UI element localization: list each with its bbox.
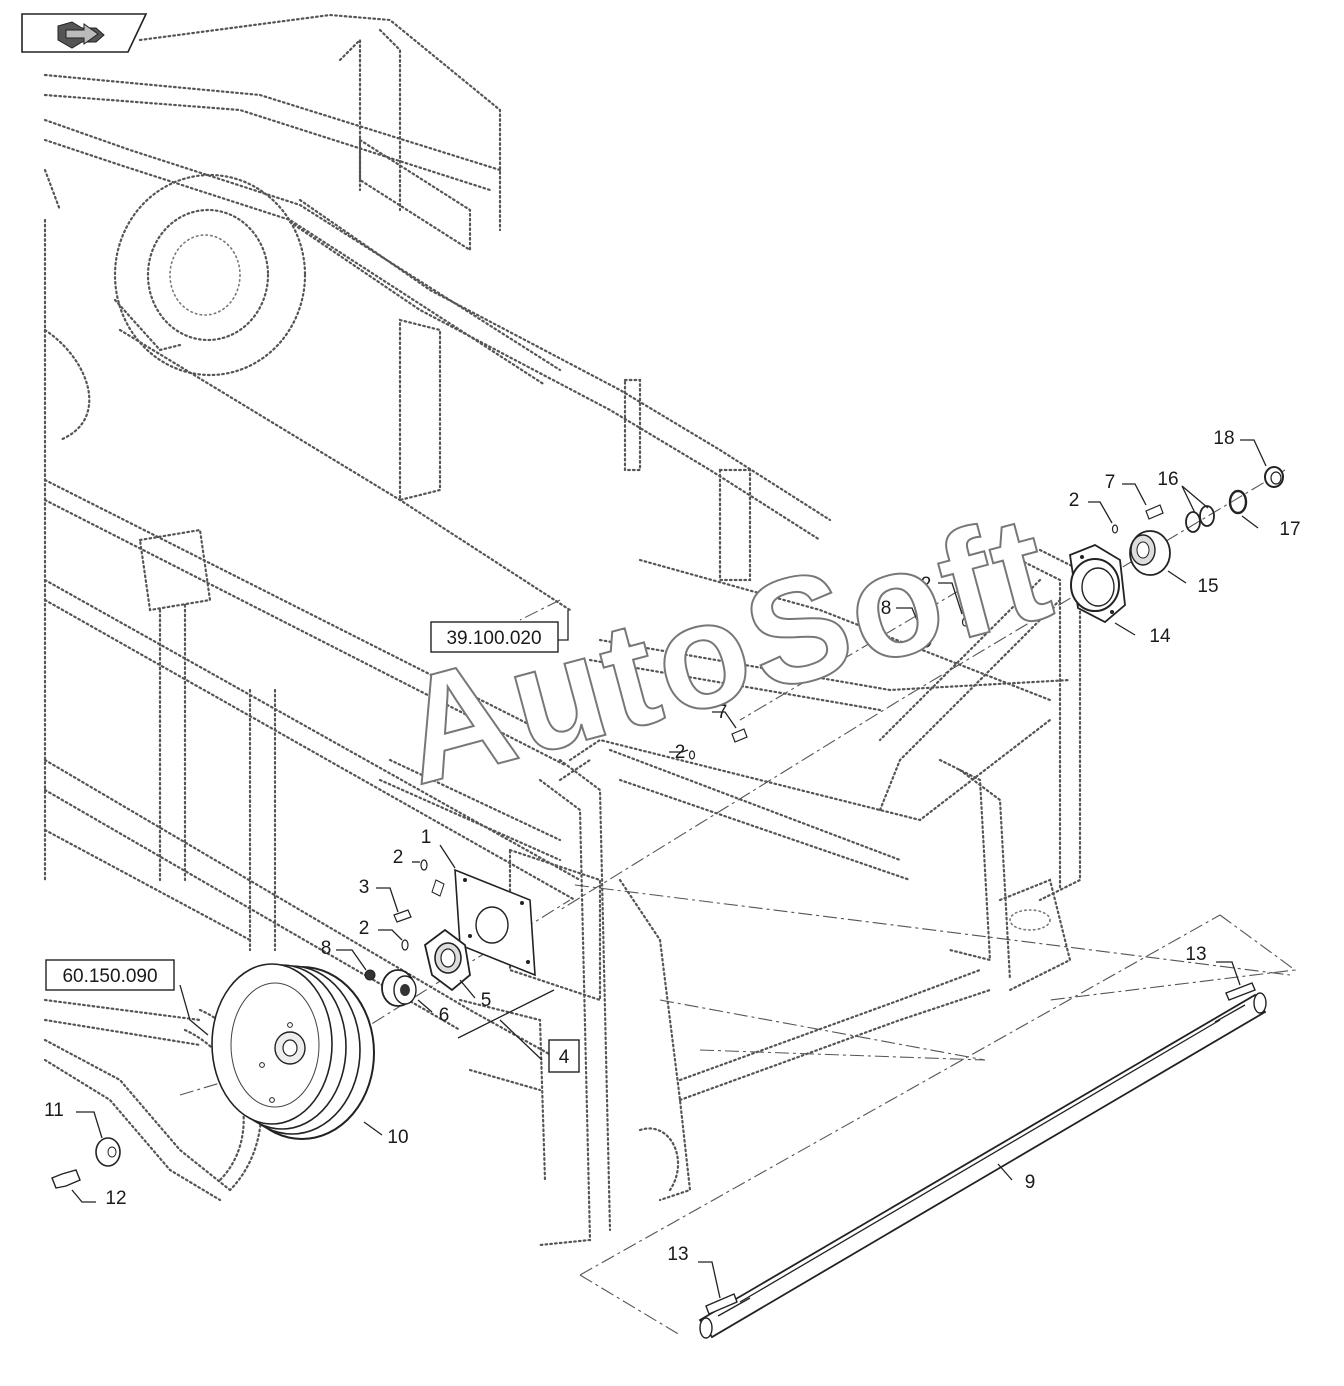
ref-label: 60.150.090	[62, 966, 157, 987]
small-hardware-left	[364, 859, 445, 981]
ref-label: 4	[559, 1047, 570, 1068]
retaining-ring-17	[1228, 489, 1248, 515]
callout-15: 15	[1197, 576, 1218, 597]
callout-8: 8	[321, 938, 332, 959]
callout-3: 3	[359, 877, 370, 898]
ref-label: 39.100.020	[446, 628, 541, 649]
pulley-10	[211, 963, 375, 1140]
callout-12: 12	[105, 1188, 126, 1209]
mounting-plate-1	[454, 868, 536, 977]
washer-11	[95, 1137, 121, 1167]
callout-16: 16	[1157, 469, 1178, 490]
callout-13: 13	[667, 1244, 688, 1265]
leader-lines	[71, 439, 1267, 1299]
watermark-text: AutoSoft	[383, 481, 1069, 815]
callout-1: 1	[421, 827, 432, 848]
callout-11: 11	[44, 1100, 64, 1121]
back-button[interactable]	[21, 13, 148, 53]
callout-17: 17	[1279, 519, 1300, 540]
watermark: AutoSoft	[382, 480, 1070, 816]
callout-13: 13	[1185, 944, 1206, 965]
callout-14: 14	[1149, 626, 1171, 647]
ref-box-60-150-090[interactable]: 60.150.090	[45, 959, 175, 991]
snap-rings-16	[1185, 505, 1215, 533]
bearing-15	[1129, 530, 1171, 576]
bearing-6	[381, 969, 417, 1007]
callout-10: 10	[387, 1127, 408, 1148]
bearing-housing-5	[423, 928, 471, 992]
small-hardware-right	[688, 504, 1164, 760]
callout-2: 2	[1069, 490, 1080, 511]
collar-18	[1264, 466, 1284, 488]
callout-9: 9	[1025, 1172, 1036, 1193]
callout-18: 18	[1213, 428, 1234, 449]
callout-2: 2	[359, 918, 370, 939]
drive-shaft-9	[698, 992, 1267, 1339]
key-13-bottom	[705, 1293, 738, 1315]
callout-2: 2	[393, 847, 404, 868]
ref-box-group-4[interactable]: 4	[548, 1039, 580, 1073]
bearing-flange-14	[1069, 543, 1126, 624]
key-13-top	[1225, 982, 1256, 1001]
bolt-12	[51, 1169, 81, 1189]
back-arrow-icon	[57, 21, 105, 49]
callout-6: 6	[439, 1005, 450, 1026]
header-frame-background	[43, 13, 1082, 1247]
callout-5: 5	[481, 990, 492, 1011]
callout-2: 2	[675, 742, 686, 763]
ref-box-39-100-020[interactable]: 39.100.020	[430, 621, 559, 653]
callout-8: 8	[881, 598, 892, 619]
callout-7: 7	[1105, 472, 1116, 493]
callout-7: 7	[717, 702, 728, 723]
callout-labels: 1 2 2 2 2 2 3 5 6 7 7 8 8 9 10 11 12 13 …	[44, 428, 1300, 1265]
group-bracket	[457, 989, 555, 1061]
callout-2: 2	[921, 574, 932, 595]
